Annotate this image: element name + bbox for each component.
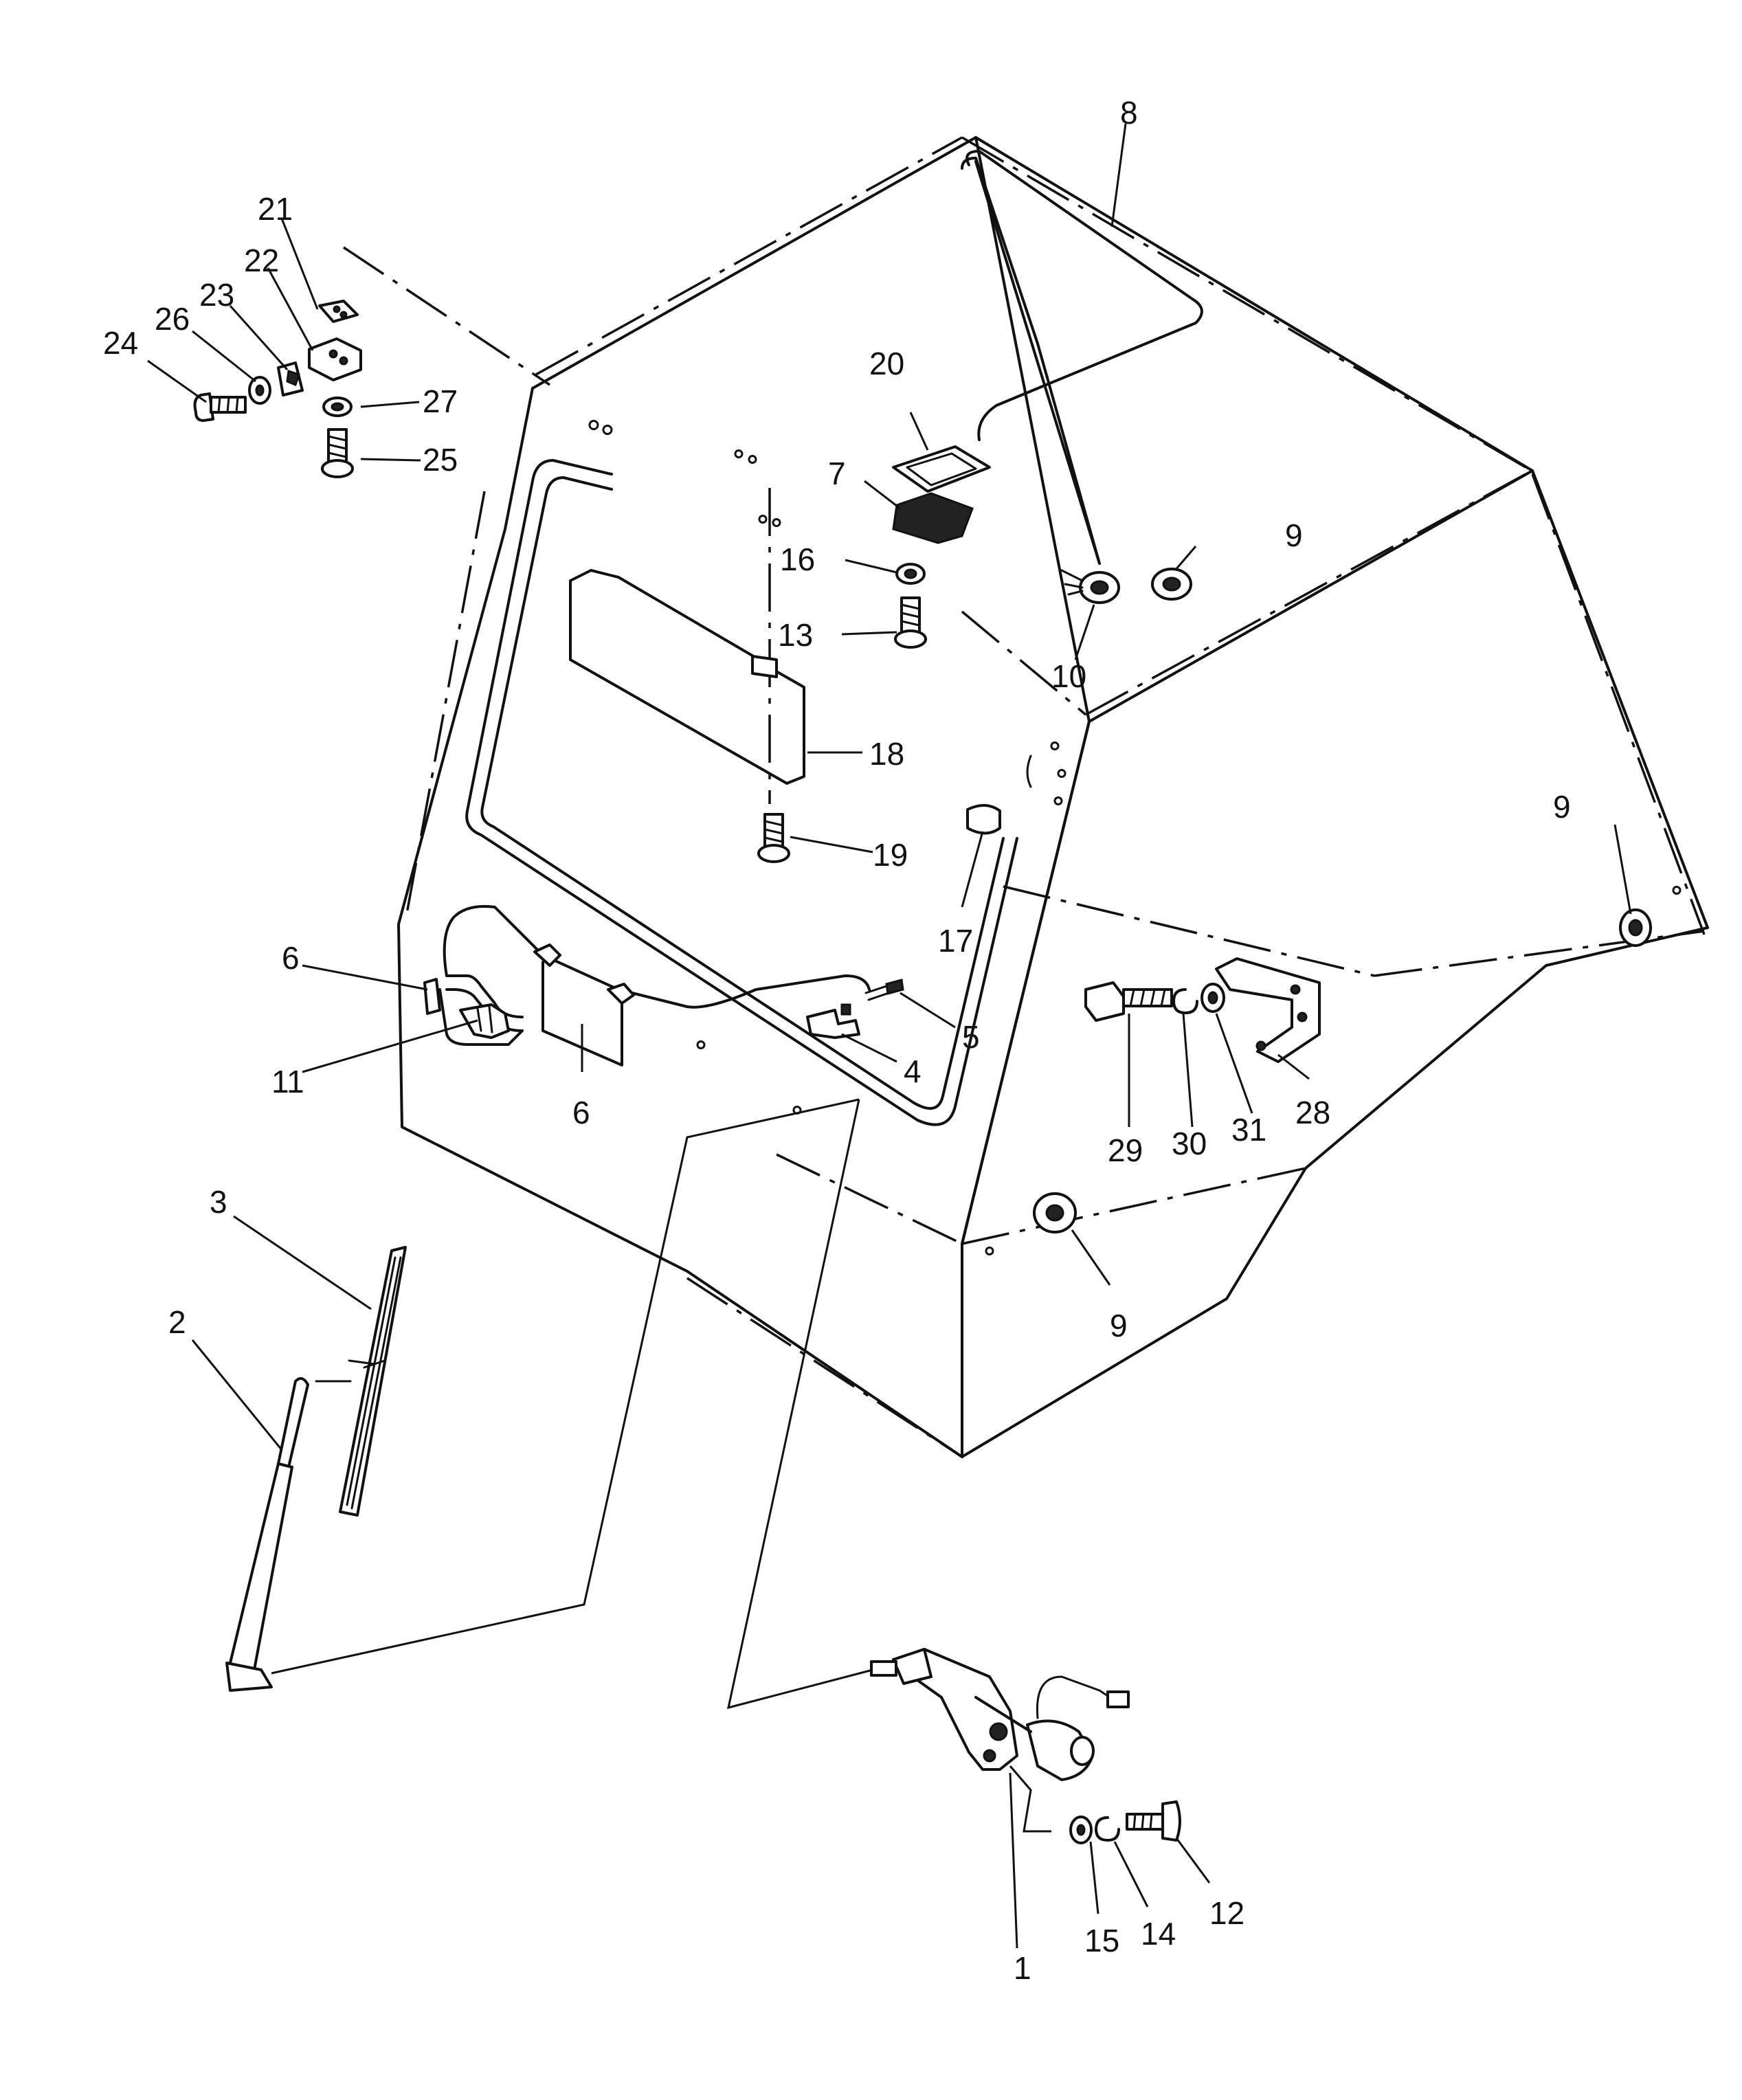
part-17-plug [966,804,1001,835]
part-7-retainer [892,492,974,544]
callout-22: 22 [244,243,279,278]
hole-marks [588,420,1682,1255]
part-20-plate [892,445,991,493]
part-24-screw [193,392,247,422]
cab-body [343,136,1709,1458]
part-3-wiper-blade [315,1246,407,1517]
part-11-connector [459,1003,510,1039]
part-26-washer [248,376,271,405]
callout-8: 8 [1120,95,1138,131]
part-21-clip [318,300,359,323]
part-25-bolt [321,428,354,478]
callout-6-bottom: 6 [572,1095,590,1130]
callout-10: 10 [1051,658,1086,694]
callout-15: 15 [1084,1923,1119,1958]
callout-9-top: 9 [1285,517,1303,553]
part-19-bolt [757,813,790,863]
part-12-bolt [1126,1800,1181,1842]
callout-23: 23 [199,277,234,313]
part-6-clip-b [607,983,635,1005]
callout-31: 31 [1231,1112,1266,1148]
callout-19: 19 [873,837,908,873]
wire-harness-8 [961,150,1203,565]
part-13-bolt [894,596,927,649]
part-18-cover [569,569,805,785]
part-6-clamp-left [423,978,441,1015]
leader-lines [147,123,1632,1949]
callout-18: 18 [869,736,904,772]
callout-17: 17 [938,923,973,959]
rear-window-frame [465,459,1018,1126]
callout-4: 4 [904,1053,922,1089]
callout-12: 12 [1209,1895,1244,1931]
callout-24: 24 [103,325,138,361]
callout-9-bottom: 9 [1110,1308,1128,1343]
callout-7: 7 [828,456,846,491]
part-9-grommet-right [1619,908,1652,947]
callout-28: 28 [1295,1095,1330,1130]
callout-11: 11 [271,1064,304,1099]
callout-13: 13 [778,617,813,653]
callout-20: 20 [869,346,904,381]
part-9-grommet-bottom [1033,1192,1077,1233]
callout-30: 30 [1172,1126,1207,1161]
part-29-bolt [1084,981,1173,1022]
part-23-clamp [277,361,304,396]
part-9-grommet-top [1151,568,1192,601]
callout-21: 21 [258,191,293,227]
callout-2: 2 [168,1304,186,1340]
callout-labels: 1 2 3 4 5 6 6 7 8 9 9 9 10 11 12 13 14 1… [103,95,1571,1986]
part-22-bracket [308,337,362,381]
callout-3: 3 [210,1184,227,1220]
part-31-washer [1201,983,1225,1013]
callout-6-top: 6 [282,940,300,976]
callout-16: 16 [780,541,815,577]
part-4-nozzle [806,1003,860,1039]
part-28-bracket [1215,957,1321,1063]
wiper-assembly-lines [271,1098,1051,1833]
part-16-washer [895,563,926,585]
callout-25: 25 [423,442,458,478]
callout-1: 1 [1014,1950,1031,1986]
part-14-spring-washer [1095,1816,1120,1842]
part-30-spring-washer [1172,988,1198,1014]
callout-9-right: 9 [1553,789,1571,825]
part-5-joint [864,979,904,1001]
part-27-washer [322,396,353,417]
callout-29: 29 [1108,1132,1143,1168]
part-15-washer [1069,1816,1093,1844]
callout-14: 14 [1141,1916,1176,1952]
part-6-clip-a [533,943,561,967]
part-2-wiper-arm [225,1377,309,1692]
part-1-wiper-motor [870,1648,1130,1781]
part-10-grommet [1060,569,1120,604]
callout-27: 27 [423,383,458,419]
callout-5: 5 [962,1019,980,1055]
callout-26: 26 [155,301,190,337]
